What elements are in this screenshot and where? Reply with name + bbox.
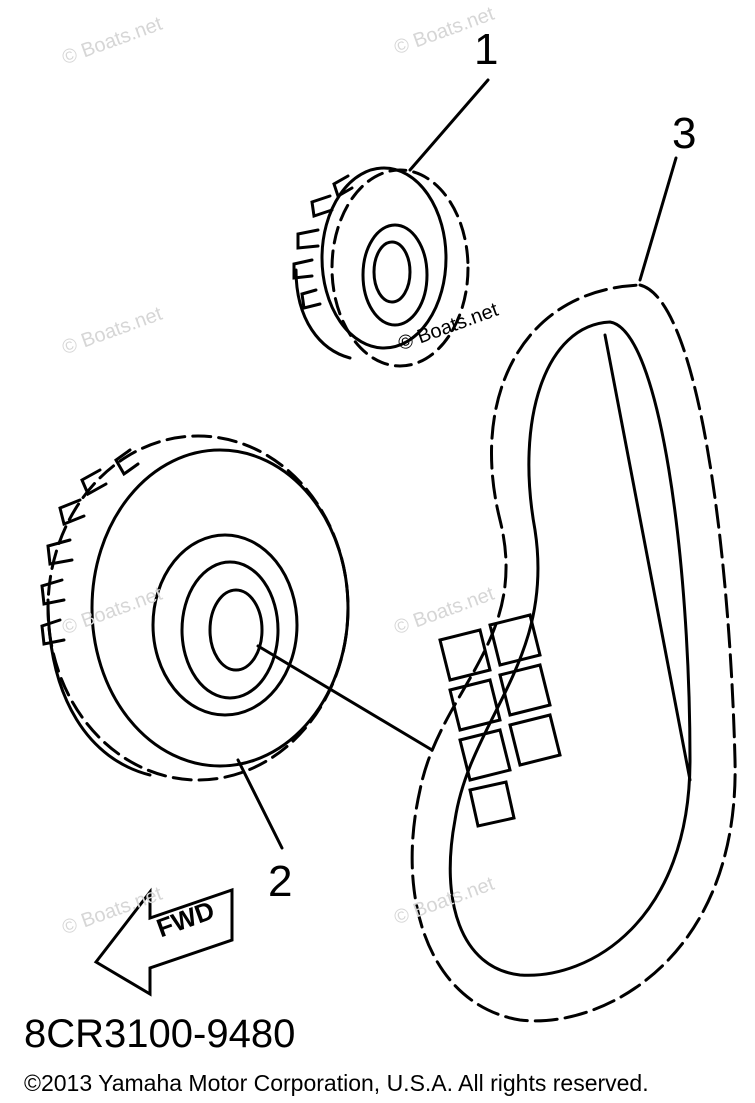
leader-line-part-1 [408,78,490,172]
forward-arrow-icon [93,887,234,997]
drive-chain-part-3 [410,283,737,1023]
callout-part-2: 2 [268,857,293,906]
diagram-part-number: 8CR3100-9480 [24,1012,296,1056]
small-sprocket-part-1 [292,166,470,368]
leader-line-sprocket-to-chain [256,644,434,752]
chain-link-detail [438,613,562,828]
leader-line-part-2 [236,758,284,850]
large-sprocket-part-2 [40,434,350,782]
callout-part-1: 1 [474,25,499,74]
leader-line-part-3 [638,156,678,282]
copyright-notice: ©2013 Yamaha Motor Corporation, U.S.A. A… [24,1070,649,1096]
callout-part-3: 3 [672,109,697,158]
